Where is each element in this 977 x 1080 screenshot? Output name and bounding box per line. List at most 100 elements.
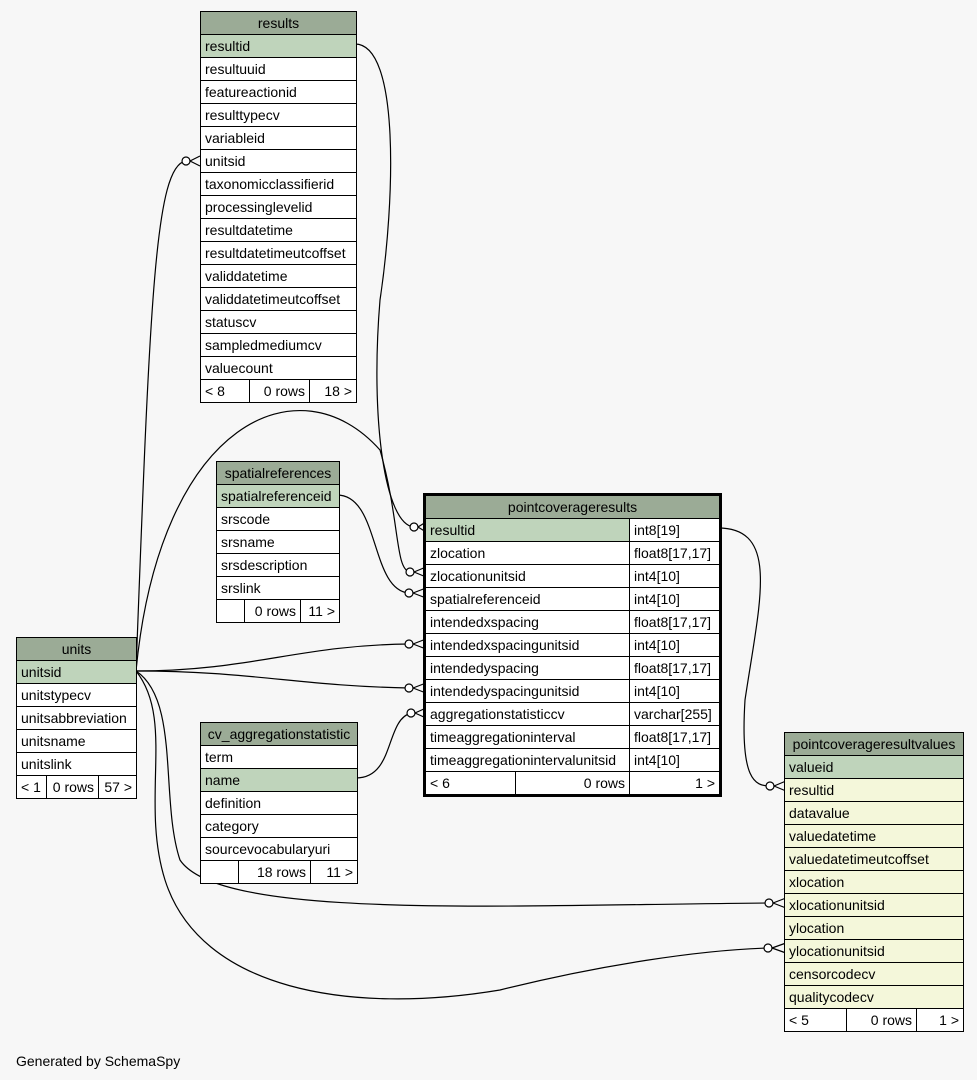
children-link[interactable]: 18 > <box>324 383 352 399</box>
column-row[interactable]: timeaggregationintervalunitsid int4[10] <box>426 749 719 772</box>
table-units[interactable]: units unitsid unitstypecv unitsabbreviat… <box>16 637 137 799</box>
column-name: censorcodecv <box>789 966 876 982</box>
parents-link[interactable]: < 1 <box>17 776 47 798</box>
column-row[interactable]: xlocationunitsid <box>785 894 963 917</box>
table-cv-aggregationstatistic[interactable]: cv_aggregationstatistic term name defini… <box>200 722 358 884</box>
column-type: float8[17,17] <box>629 611 719 633</box>
column-type: float8[17,17] <box>629 542 719 564</box>
edge-pcr-spatialref <box>336 494 410 594</box>
column-name: resultuuid <box>205 61 266 77</box>
column-name: sourcevocabularyuri <box>205 841 331 857</box>
parents-link[interactable]: < 5 <box>785 1009 847 1031</box>
column-row[interactable]: resultuuid <box>201 58 356 81</box>
column-row[interactable]: resultdatetimeutcoffset <box>201 242 356 265</box>
column-row[interactable]: srsname <box>217 531 339 554</box>
column-row[interactable]: ylocation <box>785 917 963 940</box>
column-row[interactable]: featureactionid <box>201 81 356 104</box>
column-row[interactable]: validdatetimeutcoffset <box>201 288 356 311</box>
column-row[interactable]: intendedxspacingunitsid int4[10] <box>426 634 719 657</box>
column-name: intendedyspacingunitsid <box>430 683 580 699</box>
table-footer: < 6 0 rows 1 > <box>426 772 719 794</box>
column-row[interactable]: resultid <box>201 35 356 58</box>
children-link[interactable]: 1 > <box>939 1012 959 1028</box>
column-row[interactable]: sampledmediumcv <box>201 334 356 357</box>
column-name: xlocation <box>789 874 845 890</box>
column-row[interactable]: resulttypecv <box>201 104 356 127</box>
parents-link[interactable]: < 8 <box>201 380 250 402</box>
column-row[interactable]: unitstypecv <box>17 684 136 707</box>
row-count: 0 rows <box>47 776 99 798</box>
column-row[interactable]: resultdatetime <box>201 219 356 242</box>
column-row[interactable]: name <box>201 769 357 792</box>
column-row[interactable]: censorcodecv <box>785 963 963 986</box>
column-row[interactable]: spatialreferenceid int4[10] <box>426 588 719 611</box>
table-results[interactable]: results resultid resultuuid featureactio… <box>200 11 357 403</box>
column-row[interactable]: term <box>201 746 357 769</box>
table-pointcoverageresults[interactable]: pointcoverageresults resultid int8[19] z… <box>423 493 722 797</box>
table-footer: < 8 0 rows 18 > <box>201 380 356 402</box>
column-row[interactable]: qualitycodecv <box>785 986 963 1009</box>
column-name: spatialreferenceid <box>430 591 541 607</box>
column-row[interactable]: validdatetime <box>201 265 356 288</box>
column-name: featureactionid <box>205 84 297 100</box>
column-row[interactable]: unitsid <box>201 150 356 173</box>
column-row[interactable]: intendedxspacing float8[17,17] <box>426 611 719 634</box>
edge-pcr-results <box>354 43 415 528</box>
generated-by-text: Generated by SchemaSpy <box>16 1053 181 1069</box>
children-link[interactable]: 1 > <box>695 775 715 791</box>
children-link[interactable]: 11 > <box>308 603 335 619</box>
column-row[interactable]: taxonomicclassifierid <box>201 173 356 196</box>
column-name: srsname <box>221 534 275 550</box>
column-name: ylocationunitsid <box>789 943 885 959</box>
column-row[interactable]: unitsname <box>17 730 136 753</box>
column-row[interactable]: zlocation float8[17,17] <box>426 542 719 565</box>
column-row[interactable]: statuscv <box>201 311 356 334</box>
column-name: xlocationunitsid <box>789 897 885 913</box>
column-row[interactable]: valuecount <box>201 357 356 380</box>
column-row[interactable]: ylocationunitsid <box>785 940 963 963</box>
column-row[interactable]: srslink <box>217 577 339 600</box>
children-link[interactable]: 57 > <box>104 779 132 795</box>
table-spatialreferences[interactable]: spatialreferences spatialreferenceid srs… <box>216 461 340 623</box>
table-footer: 18 rows 11 > <box>201 861 357 883</box>
row-count: 18 rows <box>239 861 311 883</box>
edge-pcrv-pcr <box>717 527 771 787</box>
column-type: float8[17,17] <box>629 726 719 748</box>
parents-link[interactable] <box>217 600 245 622</box>
column-row[interactable]: intendedyspacingunitsid int4[10] <box>426 680 719 703</box>
children-link[interactable]: 11 > <box>326 864 353 880</box>
column-row[interactable]: unitsid <box>17 661 136 684</box>
column-name: unitslink <box>21 756 72 772</box>
column-row[interactable]: unitslink <box>17 753 136 776</box>
column-row[interactable]: category <box>201 815 357 838</box>
column-row[interactable]: valuedatetime <box>785 825 963 848</box>
edge-end-circle <box>409 522 419 532</box>
column-row[interactable]: processinglevelid <box>201 196 356 219</box>
edge-end-circle <box>763 943 773 953</box>
column-row[interactable]: valuedatetimeutcoffset <box>785 848 963 871</box>
parents-link[interactable]: < 6 <box>426 772 516 794</box>
table-pointcoverageresultvalues[interactable]: pointcoverageresultvalues valueid result… <box>784 732 964 1032</box>
column-row[interactable]: intendedyspacing float8[17,17] <box>426 657 719 680</box>
column-name: timeaggregationinterval <box>430 729 576 745</box>
column-row[interactable]: definition <box>201 792 357 815</box>
column-row[interactable]: spatialreferenceid <box>217 485 339 508</box>
column-row[interactable]: unitsabbreviation <box>17 707 136 730</box>
column-row[interactable]: valueid <box>785 756 963 779</box>
column-name: definition <box>205 795 262 811</box>
column-row[interactable]: zlocationunitsid int4[10] <box>426 565 719 588</box>
column-row[interactable]: resultid int8[19] <box>426 519 719 542</box>
column-row[interactable]: timeaggregationinterval float8[17,17] <box>426 726 719 749</box>
column-name: ylocation <box>789 920 845 936</box>
column-row[interactable]: srsdescription <box>217 554 339 577</box>
column-row[interactable]: variableid <box>201 127 356 150</box>
column-row[interactable]: aggregationstatisticcv varchar[255] <box>426 703 719 726</box>
column-row[interactable]: xlocation <box>785 871 963 894</box>
parents-link[interactable] <box>201 861 239 883</box>
column-name: resultid <box>430 522 476 538</box>
column-name: intendedyspacing <box>430 660 539 676</box>
column-row[interactable]: datavalue <box>785 802 963 825</box>
column-row[interactable]: sourcevocabularyuri <box>201 838 357 861</box>
column-row[interactable]: srscode <box>217 508 339 531</box>
column-row[interactable]: resultid <box>785 779 963 802</box>
